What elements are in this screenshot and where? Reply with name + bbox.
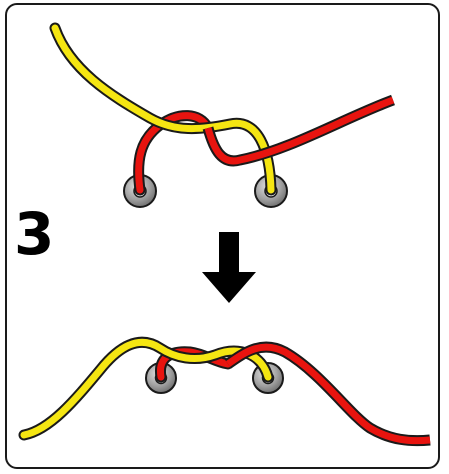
down-arrow-icon bbox=[202, 232, 256, 303]
red-lace bbox=[202, 94, 395, 167]
after-state bbox=[18, 336, 431, 447]
before-state bbox=[49, 22, 395, 208]
step-number: 3 bbox=[14, 200, 55, 268]
red-lace bbox=[155, 346, 234, 383]
yellow-lace bbox=[49, 22, 277, 196]
yellow-lace bbox=[18, 336, 274, 441]
red-lace bbox=[224, 341, 431, 447]
